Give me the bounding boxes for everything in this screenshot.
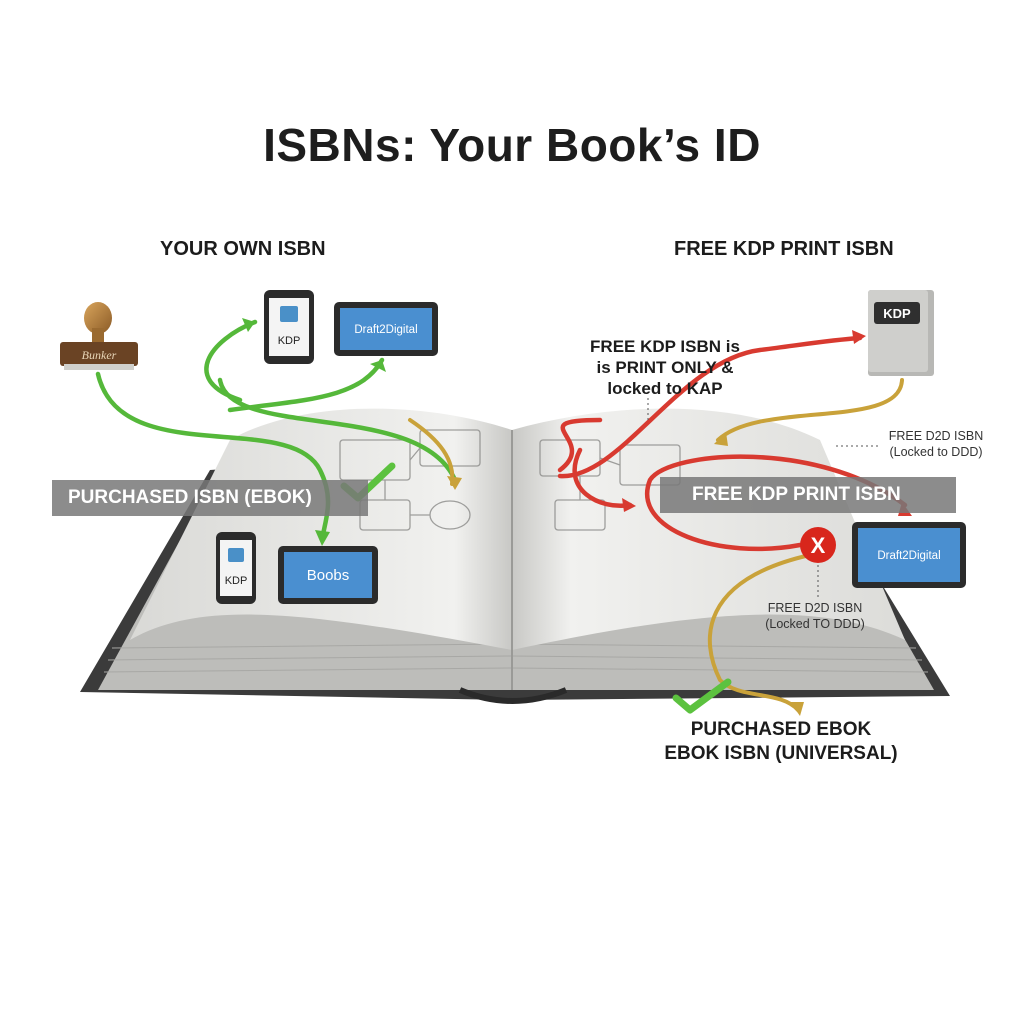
gold-arrowheads [714, 432, 804, 716]
bottom-label-line: EBOK ISBN (UNIVERSAL) [664, 743, 898, 764]
red-arrows [557, 335, 908, 552]
reject-mark: X [811, 533, 826, 558]
left-banner: PURCHASED ISBN (EBOK) [52, 480, 368, 516]
d2d-note-mid-line: FREE D2D ISBN [767, 601, 863, 615]
tablet-right: Draft2Digital [852, 522, 966, 588]
d2d-note-top: FREE D2D ISBN (Locked to DDD) [872, 428, 1000, 460]
phone-bottom: KDP [216, 532, 256, 604]
d2d-note-top-line: FREE D2D ISBN [888, 429, 984, 443]
stamp-icon: Bunker [60, 302, 138, 370]
gold-arrows [408, 378, 904, 712]
phone-bottom-label: KDP [225, 575, 248, 587]
check-icon-bottom [672, 678, 732, 714]
d2d-note-top-line: (Locked to DDD) [889, 445, 983, 459]
kdp-note-line: is PRINT ONLY & [596, 358, 734, 377]
kdp-note-line: FREE KDP ISBN is [590, 337, 740, 356]
kdp-note: FREE KDP ISBN is is PRINT ONLY & locked … [560, 336, 770, 399]
tablet-right-label: Draft2Digital [877, 550, 940, 562]
tablet-top: Draft2Digital [334, 302, 438, 356]
phone-top: KDP [264, 290, 314, 364]
bottom-label: PURCHASED EBOK EBOK ISBN (UNIVERSAL) [640, 718, 922, 766]
tablet-top-label: Draft2Digital [354, 324, 417, 336]
green-arrows [95, 319, 458, 543]
bottom-label-line: PURCHASED EBOK [690, 719, 872, 740]
tablet-bottom: Boobs [278, 546, 378, 604]
kdp-book-icon: KDP [868, 290, 934, 376]
d2d-note-mid: FREE D2D ISBN (Locked TO DDD) [752, 600, 878, 632]
green-arrowheads [242, 318, 462, 546]
page-title: ISBNs: Your Book’s ID [263, 119, 761, 171]
kdp-note-line: locked to KAP [607, 379, 723, 398]
right-banner: FREE KDP PRINT ISBN [660, 477, 956, 513]
right-heading: FREE KDP PRINT ISBN [674, 238, 894, 260]
phone-top-label: KDP [278, 335, 301, 347]
kdp-book-label: KDP [883, 306, 911, 321]
reject-icon: X [800, 527, 836, 563]
left-heading: YOUR OWN ISBN [160, 238, 326, 260]
stamp-label: Bunker [82, 348, 117, 362]
d2d-note-mid-line: (Locked TO DDD) [765, 617, 865, 631]
tablet-bottom-label: Boobs [307, 567, 350, 584]
